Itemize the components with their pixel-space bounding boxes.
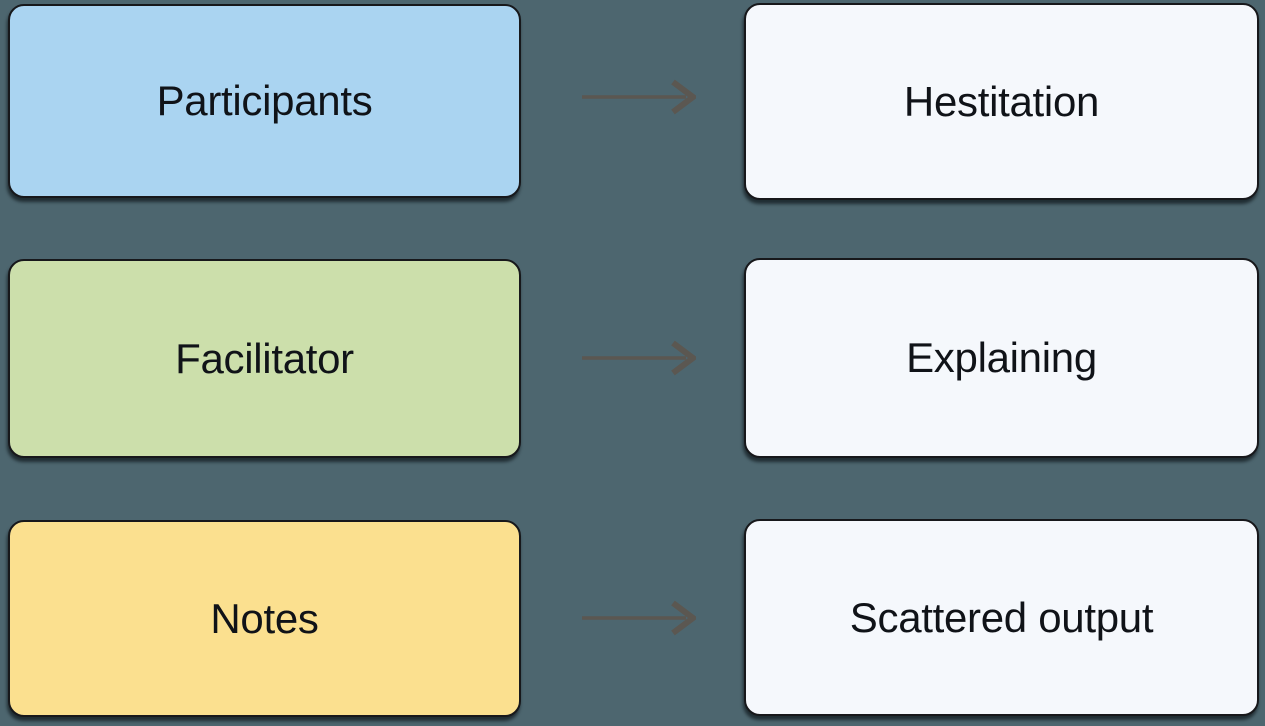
source-node-participants[interactable]: Participants (8, 4, 521, 198)
target-node-hestitation[interactable]: Hestitation (744, 3, 1259, 200)
target-node-explaining[interactable]: Explaining (744, 258, 1259, 458)
node-label: Participants (156, 77, 373, 124)
node-label: Facilitator (175, 334, 354, 382)
node-label: Notes (210, 594, 319, 642)
node-label: Scattered output (849, 593, 1154, 641)
arrow-right-icon (582, 340, 696, 376)
target-node-scattered-output[interactable]: Scattered output (744, 519, 1259, 716)
source-node-notes[interactable]: Notes (8, 520, 521, 717)
source-node-facilitator[interactable]: Facilitator (8, 259, 521, 458)
node-label: Hestitation (903, 77, 1100, 125)
arrow-right-icon (582, 600, 696, 636)
arrow-right-icon (582, 79, 696, 115)
node-label: Explaining (906, 334, 1097, 381)
